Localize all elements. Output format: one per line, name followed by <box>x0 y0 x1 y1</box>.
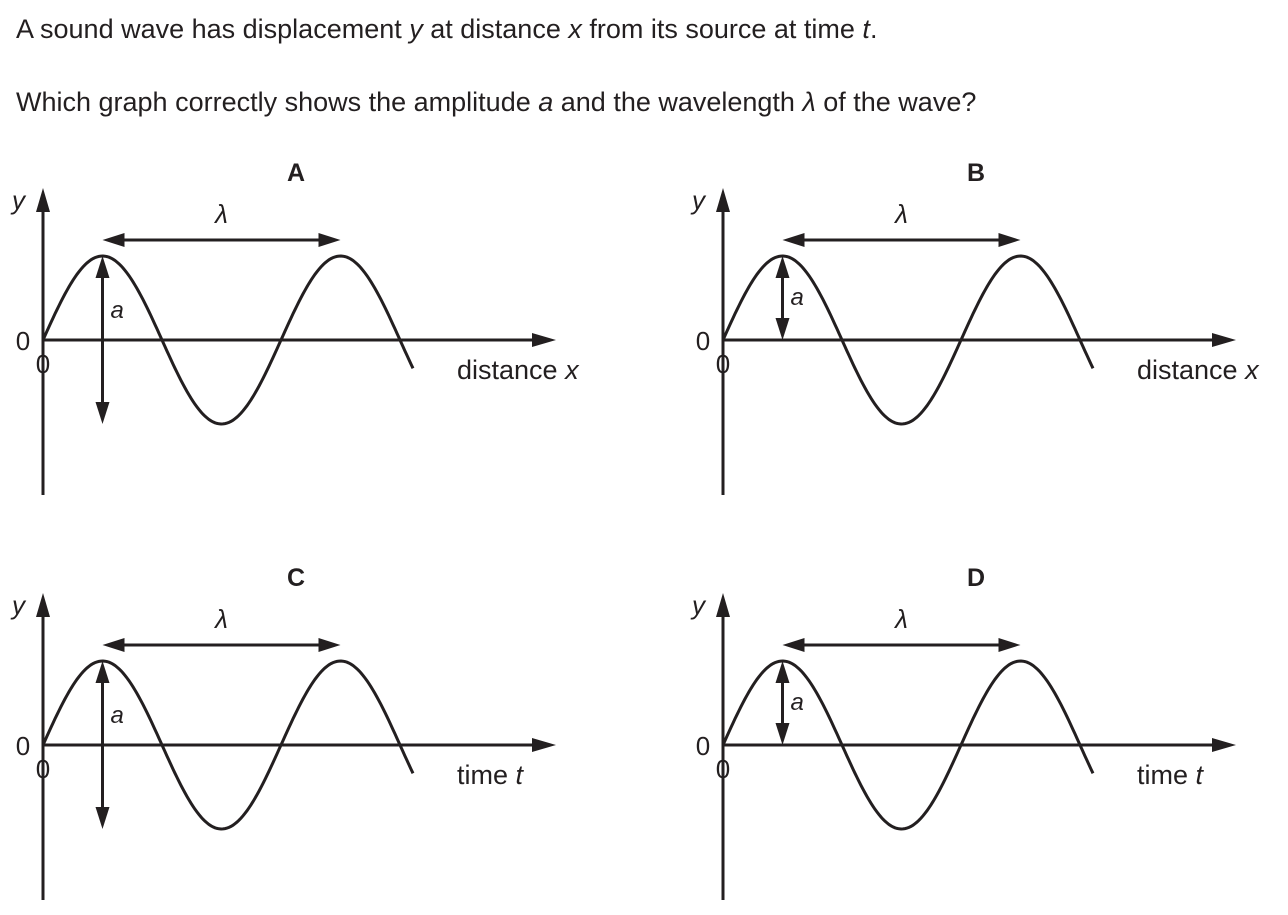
option-letter: C <box>287 564 305 592</box>
wavelength-label: λ <box>213 604 228 634</box>
origin-x-label: 0 <box>716 349 730 379</box>
var-t: t <box>862 14 870 44</box>
x-axis-label: time t <box>1137 760 1205 790</box>
var-y: y <box>409 14 423 44</box>
origin-x-label: 0 <box>36 754 50 784</box>
amplitude-label: a <box>791 689 804 716</box>
amplitude-label: a <box>111 297 124 324</box>
x-axis-label-variable: x <box>563 355 580 385</box>
x-axis-arrowhead <box>1212 333 1236 347</box>
wavelength-arrowhead-right <box>318 233 341 247</box>
question-text: A sound wave has displacement <box>16 14 410 44</box>
origin-x-label: 0 <box>716 754 730 784</box>
x-axis-label-variable: x <box>1243 355 1260 385</box>
x-axis-label: distance x <box>457 355 580 385</box>
x-axis-label-variable: t <box>1196 760 1205 790</box>
graph-option-b: By 00 distance x λ a <box>690 159 1260 495</box>
amplitude-label: a <box>111 702 124 729</box>
y-axis-arrowhead <box>36 593 50 617</box>
wavelength-arrowhead-right <box>318 638 341 652</box>
graph-option-c: Cy 00 time t λ a <box>10 564 556 900</box>
x-axis-arrowhead <box>1212 738 1236 752</box>
amplitude-label: a <box>791 284 804 311</box>
y-axis-label: y <box>690 590 707 620</box>
question-text: from its source at time <box>581 14 863 44</box>
amplitude-arrowhead-top <box>775 661 790 683</box>
amplitude-arrowhead-bottom <box>95 807 110 829</box>
y-axis-arrowhead <box>716 593 730 617</box>
wavelength-label: λ <box>213 199 228 229</box>
wavelength-arrowhead-left <box>102 638 125 652</box>
x-axis-label-text: time <box>457 760 516 790</box>
y-axis-arrowhead <box>716 188 730 212</box>
amplitude-arrowhead-top <box>775 256 790 278</box>
x-axis-label-text: distance <box>1137 355 1245 385</box>
option-letter: D <box>967 564 985 592</box>
question-text: at distance <box>422 14 569 44</box>
graph-option-d: Dy 00 time t λ a <box>690 564 1236 900</box>
x-axis-label: time t <box>457 760 525 790</box>
option-letter: A <box>287 159 305 187</box>
x-axis-label-variable: t <box>516 760 525 790</box>
y-axis-label: y <box>10 590 27 620</box>
amplitude-arrowhead-top <box>95 256 110 278</box>
option-letter: B <box>967 159 985 187</box>
origin-y-label: 0 <box>16 731 30 761</box>
question-text: . <box>869 14 878 44</box>
origin-y-label: 0 <box>696 326 710 356</box>
wave-curve <box>41 659 415 831</box>
y-axis-label: y <box>690 185 707 215</box>
question-text: Which graph correctly shows the amplitud… <box>16 87 539 117</box>
question-line-1: A sound wave has displacement y at dista… <box>16 14 877 45</box>
y-axis-arrowhead <box>36 188 50 212</box>
origin-y-label: 0 <box>16 326 30 356</box>
wavelength-arrowhead-left <box>782 233 805 247</box>
question-text: and the wavelength <box>553 87 803 117</box>
wavelength-arrowhead-right <box>998 638 1021 652</box>
x-axis-arrowhead <box>532 738 556 752</box>
x-axis-label: distance x <box>1137 355 1260 385</box>
question-line-2: Which graph correctly shows the amplitud… <box>16 87 976 118</box>
wave-curve <box>721 659 1095 831</box>
wave-curve <box>721 254 1095 426</box>
question-text: of the wave? <box>815 87 977 117</box>
var-lambda: λ <box>802 87 816 117</box>
amplitude-arrowhead-top <box>95 661 110 683</box>
var-a: a <box>538 87 554 117</box>
wavelength-arrowhead-left <box>102 233 125 247</box>
amplitude-arrowhead-bottom <box>95 402 110 424</box>
amplitude-arrowhead-bottom <box>775 318 790 340</box>
wave-curve <box>41 254 415 426</box>
wavelength-arrowhead-left <box>782 638 805 652</box>
y-axis-label: y <box>10 185 27 215</box>
x-axis-arrowhead <box>532 333 556 347</box>
wavelength-label: λ <box>893 604 908 634</box>
wavelength-label: λ <box>893 199 908 229</box>
amplitude-arrowhead-bottom <box>775 723 790 745</box>
x-axis-label-text: time <box>1137 760 1196 790</box>
wavelength-arrowhead-right <box>998 233 1021 247</box>
var-x: x <box>568 14 582 44</box>
x-axis-label-text: distance <box>457 355 565 385</box>
origin-y-label: 0 <box>696 731 710 761</box>
origin-x-label: 0 <box>36 349 50 379</box>
graph-option-a: Ay 00 distance x λ a <box>10 159 580 495</box>
